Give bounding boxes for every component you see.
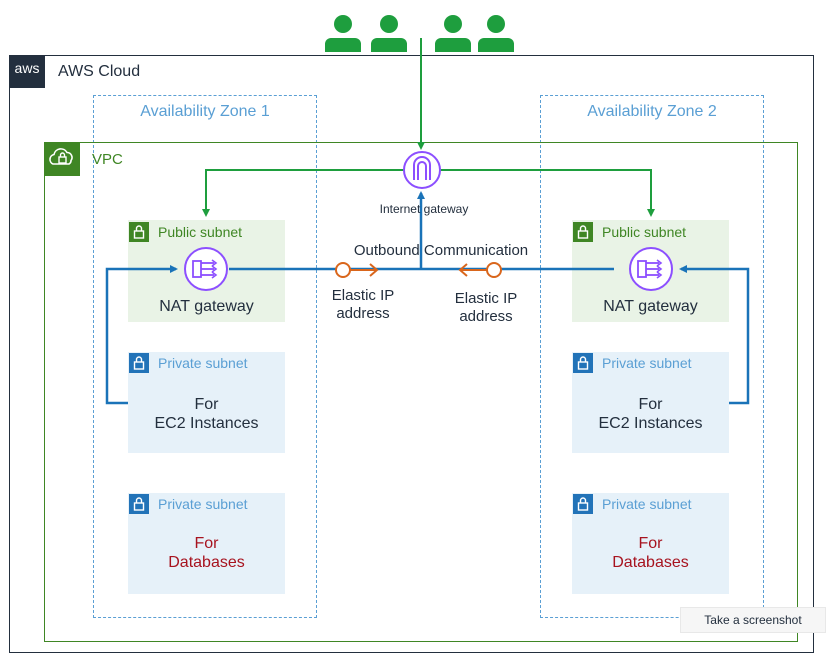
user-icon <box>435 15 471 52</box>
private-subnet-label: Private subnet <box>602 355 692 371</box>
private-subnet-db-1 <box>128 493 285 594</box>
nat-gateway-label-2: NAT gateway <box>603 298 698 315</box>
nat-gateway-label-1: NAT gateway <box>159 298 254 315</box>
db-label-1: For Databases <box>128 534 285 572</box>
db-label-line-1: For <box>194 535 219 552</box>
elastic-ip-line-1: Elastic IP <box>454 290 518 307</box>
lock-icon <box>129 353 149 373</box>
elastic-ip-label-2: Elastic IP address <box>441 290 531 326</box>
lock-icon <box>573 494 593 514</box>
availability-zone-2 <box>540 95 764 618</box>
gateway-to-public-subnet-2-line <box>440 169 655 217</box>
availability-zone-1-label: Availability Zone 1 <box>140 103 270 120</box>
public-subnet-label: Public subnet <box>158 224 243 240</box>
vpc-cloud-lock-icon <box>44 142 80 176</box>
availability-zone-1 <box>93 95 317 618</box>
elastic-ip-line-2: address <box>336 305 390 322</box>
availability-zone-2-label: Availability Zone 2 <box>587 103 717 120</box>
internet-gateway-icon <box>403 151 441 189</box>
ec2-label-2: For EC2 Instances <box>572 395 729 433</box>
db-label-line-2: Databases <box>168 554 245 571</box>
elastic-ip-line-2: address <box>459 308 513 325</box>
ec2-label-line-2: EC2 Instances <box>598 415 703 432</box>
private-subnet-label: Private subnet <box>602 496 692 512</box>
ec2-label-line-1: For <box>194 396 219 413</box>
nat-gateway-icon <box>184 247 228 291</box>
vpc-label: VPC <box>92 151 123 168</box>
elastic-ip-label-1: Elastic IP address <box>318 287 408 323</box>
db-label-line-2: Databases <box>612 554 689 571</box>
ec2-label-line-2: EC2 Instances <box>154 415 259 432</box>
user-icon <box>478 15 514 52</box>
db-label-2: For Databases <box>572 534 729 572</box>
db-label-line-1: For <box>638 535 663 552</box>
nat-gateway-icon <box>629 247 673 291</box>
ec2-to-nat-1-line <box>105 265 178 405</box>
ec2-to-nat-2-line <box>679 265 750 405</box>
internet-gateway-label: Internet gateway <box>379 202 469 216</box>
lock-icon <box>573 222 593 242</box>
private-subnet-ec2-2 <box>572 352 729 453</box>
ec2-label-line-1: For <box>638 396 663 413</box>
lock-icon <box>573 353 593 373</box>
private-subnet-label: Private subnet <box>158 496 248 512</box>
user-icon <box>371 15 407 52</box>
gateway-to-public-subnet-1-line <box>202 169 404 217</box>
aws-cloud-group <box>9 55 814 653</box>
lock-icon <box>129 494 149 514</box>
take-screenshot-button[interactable]: Take a screenshot <box>680 607 826 633</box>
public-subnet-label: Public subnet <box>602 224 687 240</box>
aws-badge-text: aws <box>14 60 40 76</box>
outbound-communication-label: Outbound Communication <box>353 242 529 259</box>
aws-logo-icon: aws <box>9 55 45 88</box>
ec2-label-1: For EC2 Instances <box>128 395 285 433</box>
private-subnet-ec2-1 <box>128 352 285 453</box>
private-subnet-label: Private subnet <box>158 355 248 371</box>
user-icon <box>325 15 361 52</box>
aws-cloud-label: AWS Cloud <box>58 63 141 80</box>
elastic-ip-icon <box>458 262 502 278</box>
elastic-ip-icon <box>335 262 379 278</box>
lock-icon <box>129 222 149 242</box>
elastic-ip-line-1: Elastic IP <box>331 287 395 304</box>
private-subnet-db-2 <box>572 493 729 594</box>
